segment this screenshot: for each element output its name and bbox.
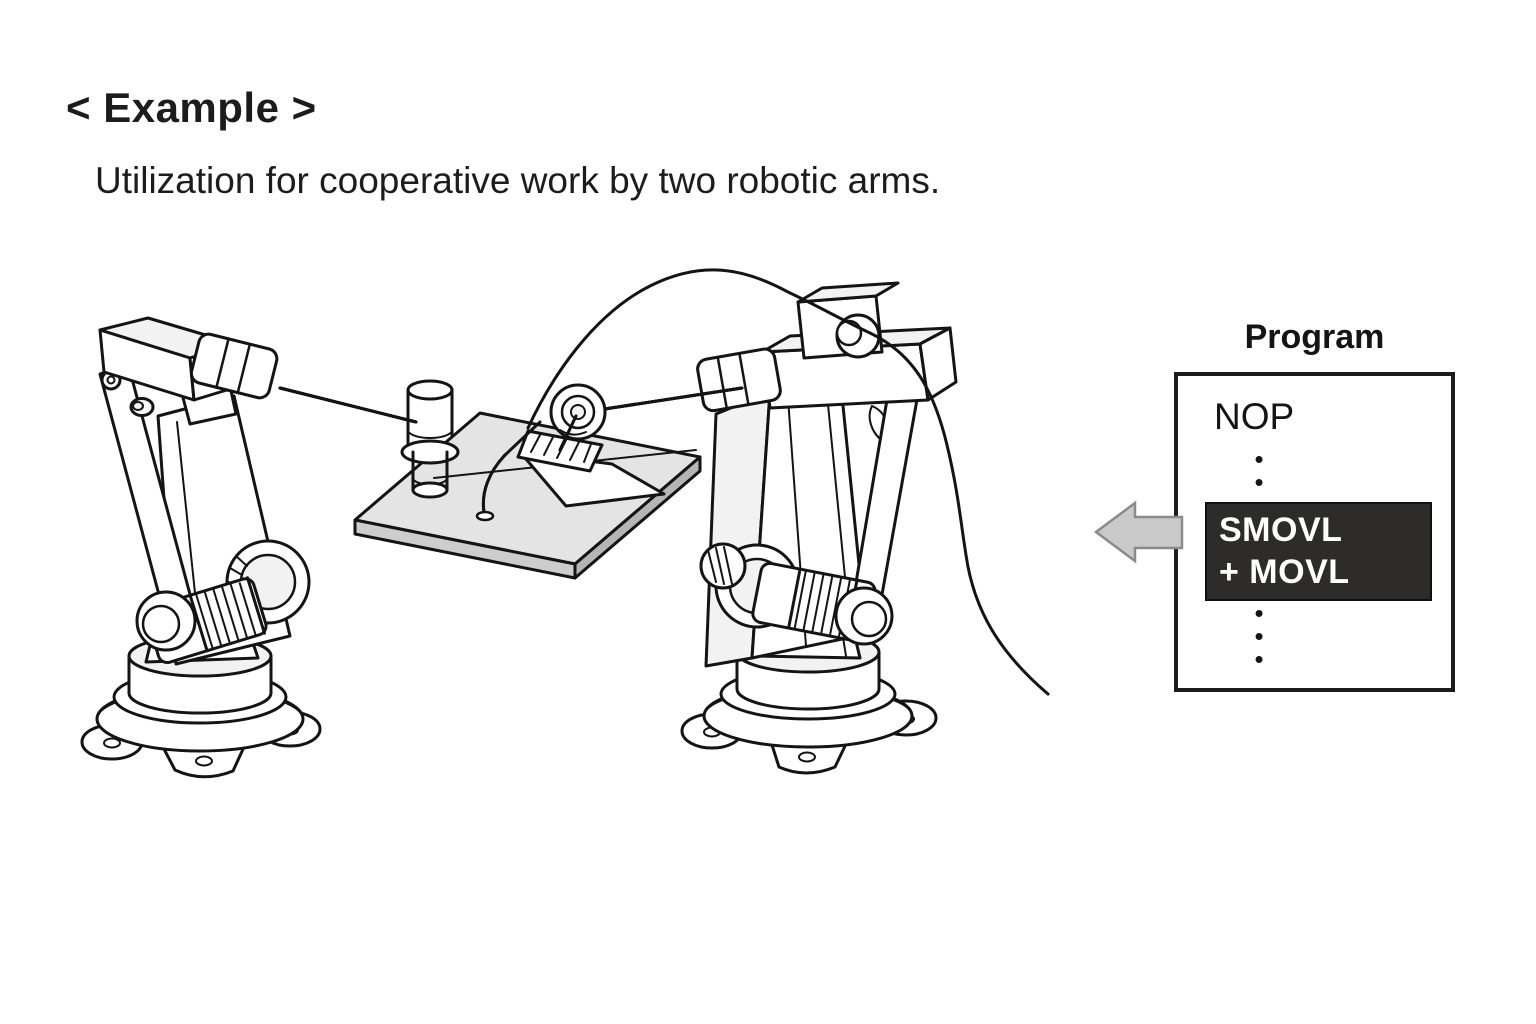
left-robot-forearm bbox=[278, 379, 454, 448]
left-robot-shoulder bbox=[98, 316, 279, 402]
right-robot-forearm bbox=[549, 383, 744, 452]
left-robot-arm bbox=[80, 316, 454, 779]
ellipsis-dots-top: • • bbox=[1244, 444, 1274, 497]
example-heading: < Example > bbox=[66, 84, 317, 131]
highlight-line-2: + MOVL bbox=[1219, 553, 1350, 591]
welding-torch bbox=[475, 420, 542, 522]
program-panel-title: Program bbox=[1244, 318, 1385, 356]
program-instruction-nop: NOP bbox=[1214, 396, 1295, 437]
dot: • bbox=[1254, 467, 1264, 497]
dot: • bbox=[1254, 621, 1264, 651]
right-robot-elbow-joint bbox=[699, 542, 894, 646]
ellipsis-dots-bottom: • • • bbox=[1244, 598, 1274, 674]
torch-cable bbox=[526, 268, 1050, 696]
left-pointing-arrow-icon bbox=[1093, 500, 1184, 564]
caption-text: Utilization for cooperative work by two … bbox=[95, 160, 941, 201]
dot: • bbox=[1254, 598, 1264, 628]
right-robot-arm bbox=[549, 281, 958, 775]
dot: • bbox=[1254, 444, 1264, 474]
highlight-line-1: SMOVL bbox=[1219, 511, 1343, 549]
highlighted-instruction: SMOVL + MOVL bbox=[1205, 502, 1432, 601]
dot: • bbox=[1254, 644, 1264, 674]
left-robot-gripper bbox=[400, 439, 460, 499]
program-box: NOP • • SMOVL + MOVL • • • bbox=[1174, 372, 1455, 692]
left-robot-elbow-joint bbox=[135, 539, 311, 665]
right-robot-shoulder bbox=[696, 281, 958, 413]
